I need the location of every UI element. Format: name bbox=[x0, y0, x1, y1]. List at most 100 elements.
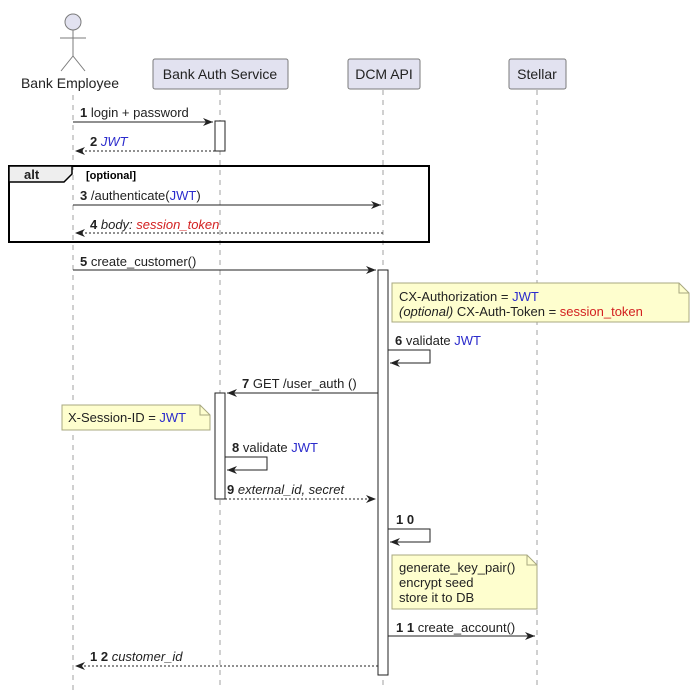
note-session-id: X-Session-ID = JWT bbox=[61, 404, 211, 431]
text-span: CX-Authorization = bbox=[399, 289, 512, 304]
message-label: 8 validate JWT bbox=[232, 440, 318, 455]
alt-frame: alt [optional] bbox=[8, 165, 430, 243]
message-label: 9 external_id, secret bbox=[227, 482, 345, 497]
note-line: store it to DB bbox=[399, 590, 474, 605]
message-label: 3 /authenticate(JWT) bbox=[80, 188, 201, 203]
message-external-id-return: 9 external_id, secret bbox=[225, 482, 376, 503]
note-keypair: generate_key_pair() encrypt seed store i… bbox=[391, 554, 538, 610]
text-span: session_token bbox=[136, 217, 219, 232]
activation-dcm bbox=[377, 269, 389, 676]
actor-icon bbox=[60, 13, 86, 72]
message-session-token-return: 4 body: session_token bbox=[75, 217, 383, 237]
message-label: 1 login + password bbox=[80, 105, 189, 120]
arrow bbox=[388, 349, 431, 364]
text-span: store it to DB bbox=[399, 590, 474, 605]
message-number: 3 bbox=[80, 188, 87, 203]
arrow bbox=[75, 147, 85, 155]
message-validate-jwt-bankauth: 8 validate JWT bbox=[225, 440, 318, 474]
note-line: encrypt seed bbox=[399, 575, 473, 590]
message-authenticate: 3 /authenticate(JWT) bbox=[73, 188, 381, 209]
message-number: 9 bbox=[227, 482, 234, 497]
message-number: 4 bbox=[90, 217, 98, 232]
message-number: 6 bbox=[395, 333, 402, 348]
text-span: /authenticate( bbox=[87, 188, 170, 203]
arrow bbox=[75, 229, 85, 237]
arrow bbox=[227, 466, 237, 474]
text-span: JWT bbox=[159, 410, 186, 425]
note-line: (optional) CX-Auth-Token = session_token bbox=[399, 304, 643, 319]
note-line: CX-Authorization = JWT bbox=[399, 289, 539, 304]
text-span: (optional) bbox=[399, 304, 453, 319]
text-span: validate bbox=[239, 440, 291, 455]
alt-keyword: alt bbox=[24, 167, 40, 182]
text-span: JWT bbox=[454, 333, 481, 348]
message-number: 7 bbox=[242, 376, 249, 391]
message-label: 1 0 bbox=[396, 512, 414, 527]
participant-dcm-api: DCM API bbox=[347, 58, 421, 90]
arrow bbox=[390, 538, 400, 546]
text-span: JWT bbox=[512, 289, 539, 304]
participant-stellar: Stellar bbox=[508, 58, 567, 90]
arrow bbox=[390, 359, 400, 367]
svg-text:Stellar: Stellar bbox=[517, 66, 557, 82]
note-line: X-Session-ID = JWT bbox=[68, 410, 186, 425]
message-label: 1 1 create_account() bbox=[396, 620, 515, 635]
message-login: 1 login + password bbox=[73, 105, 213, 126]
message-label: 1 2 customer_id bbox=[90, 649, 183, 664]
alt-condition: [optional] bbox=[86, 170, 136, 182]
message-label: 7 GET /user_auth () bbox=[242, 376, 357, 391]
svg-text:Bank Auth Service: Bank Auth Service bbox=[163, 66, 278, 82]
text-span: CX-Auth-Token = bbox=[453, 304, 560, 319]
message-label: 6 validate JWT bbox=[395, 333, 481, 348]
text-span: create_account() bbox=[414, 620, 515, 635]
text-span: JWT bbox=[170, 188, 197, 203]
text-span: validate bbox=[402, 333, 454, 348]
activation-bankauth-2 bbox=[214, 392, 226, 500]
message-number: 1 0 bbox=[396, 512, 414, 527]
text-span: session_token bbox=[560, 304, 643, 319]
message-number: 2 bbox=[90, 134, 97, 149]
message-number: 1 2 bbox=[90, 649, 108, 664]
message-number: 1 bbox=[80, 105, 87, 120]
text-span: JWT bbox=[291, 440, 318, 455]
text-span: JWT bbox=[100, 134, 129, 149]
text-span: external_id, secret bbox=[238, 482, 346, 497]
text-span: login + password bbox=[87, 105, 189, 120]
arrow bbox=[366, 495, 376, 503]
arrow bbox=[75, 662, 85, 670]
participant-bank-employee: Bank Employee bbox=[21, 75, 119, 91]
message-label: 4 body: session_token bbox=[90, 217, 219, 232]
text-span: ) bbox=[196, 188, 200, 203]
message-get-user-auth: 7 GET /user_auth () bbox=[227, 376, 378, 397]
arrow bbox=[366, 266, 376, 274]
message-number: 8 bbox=[232, 440, 239, 455]
arrow bbox=[371, 201, 381, 209]
arrow bbox=[388, 528, 431, 543]
message-number: 1 1 bbox=[396, 620, 414, 635]
text-span: create_customer() bbox=[87, 254, 196, 269]
svg-text:DCM API: DCM API bbox=[355, 66, 413, 82]
message-validate-jwt-dcm: 6 validate JWT bbox=[388, 333, 481, 367]
message-jwt-return: 2 JWT bbox=[75, 134, 215, 155]
message-self-10: 1 0 bbox=[388, 512, 431, 546]
message-customer-id-return: 1 2 customer_id bbox=[75, 649, 378, 670]
arrow bbox=[203, 118, 213, 126]
message-create-account: 1 1 create_account() bbox=[388, 620, 535, 640]
message-label: 5 create_customer() bbox=[80, 254, 196, 269]
text-span: body: bbox=[101, 217, 136, 232]
note-headers: CX-Authorization = JWT (optional) CX-Aut… bbox=[391, 282, 690, 323]
text-span: GET /user_auth () bbox=[249, 376, 356, 391]
text-span: generate_key_pair() bbox=[399, 560, 515, 575]
note-line: generate_key_pair() bbox=[399, 560, 515, 575]
arrow bbox=[227, 389, 237, 397]
message-create-customer: 5 create_customer() bbox=[73, 254, 376, 274]
message-number: 5 bbox=[80, 254, 87, 269]
arrow bbox=[525, 632, 535, 640]
activation-bankauth-1 bbox=[214, 120, 226, 152]
text-span: X-Session-ID = bbox=[68, 410, 159, 425]
arrow bbox=[225, 456, 268, 471]
text-span: encrypt seed bbox=[399, 575, 473, 590]
text-span: customer_id bbox=[112, 649, 184, 664]
participant-bank-auth-service: Bank Auth Service bbox=[152, 58, 289, 90]
